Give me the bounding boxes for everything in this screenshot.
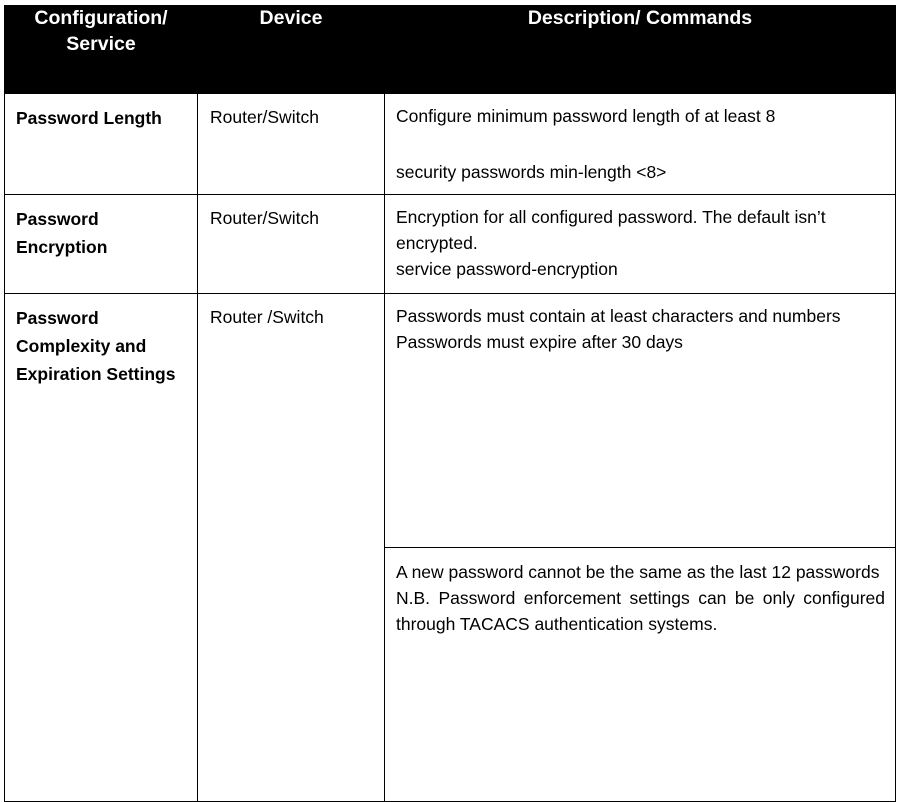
cell-service-password-encryption: Password Encryption [4,193,198,294]
description-subrow-top: Passwords must contain at least characte… [385,293,895,548]
service-name-label: Password Complexity and Expiration Setti… [16,307,176,385]
column-header-device-label: Device [259,7,323,29]
description-paragraph: Passwords must contain at least characte… [396,305,841,326]
cell-description-password-complexity: Passwords must contain at least characte… [384,292,896,802]
description-paragraph: Configure minimum password length of at … [396,106,776,126]
description-subtable: Passwords must contain at least characte… [385,293,895,801]
table-header: Configuration/ Service Device Descriptio… [4,5,896,94]
command-paragraph: security passwords min-length <8> [396,162,667,183]
description-subcell-bottom: A new password cannot be the same as the… [385,547,895,801]
cell-description-password-length: Configure minimum password length of at … [384,93,896,195]
table-row: Password Encryption Router/Switch Encryp… [4,193,896,294]
password-configuration-table: Configuration/ Service Device Descriptio… [4,5,896,802]
column-header-description-commands: Description/ Commands [384,5,896,94]
description-paragraph: Encryption for all configured password. … [396,206,826,253]
column-header-device: Device [197,5,385,94]
device-label: Router/Switch [210,207,319,228]
description-subrow-bottom: A new password cannot be the same as the… [385,547,895,801]
description-paragraph: Passwords must expire after 30 days [396,331,683,352]
description-subcell-top: Passwords must contain at least characte… [385,293,895,548]
header-row: Configuration/ Service Device Descriptio… [4,5,896,94]
cell-device-password-complexity: Router /Switch [197,292,385,802]
description-note-paragraph: N.B. Password enforcement settings can b… [396,587,885,634]
device-label: Router/Switch [210,107,319,127]
description-paragraph: A new password cannot be the same as the… [396,561,880,582]
cell-device-password-encryption: Router/Switch [197,193,385,294]
paragraph-spacer [396,129,885,159]
cell-device-password-length: Router/Switch [197,93,385,195]
table-row: Password Complexity and Expiration Setti… [4,292,896,802]
column-header-configuration-service-line2: Service [66,32,136,55]
document-page: Configuration/ Service Device Descriptio… [4,5,896,802]
cell-service-password-complexity: Password Complexity and Expiration Setti… [4,292,198,802]
table-row: Password Length Router/Switch Configure … [4,93,896,195]
column-header-configuration-service: Configuration/ Service [4,5,198,94]
table-body: Password Length Router/Switch Configure … [4,93,896,802]
cell-service-password-length: Password Length [4,93,198,195]
device-label: Router /Switch [210,306,324,327]
cell-description-password-encryption: Encryption for all configured password. … [384,193,896,294]
column-header-configuration-service-line1: Configuration/ [34,7,168,29]
command-paragraph: service password-encryption [396,259,618,279]
service-name-label: Password Length [16,108,162,128]
column-header-description-commands-label: Description/ Commands [527,7,753,29]
service-name-label: Password Encryption [16,208,108,257]
